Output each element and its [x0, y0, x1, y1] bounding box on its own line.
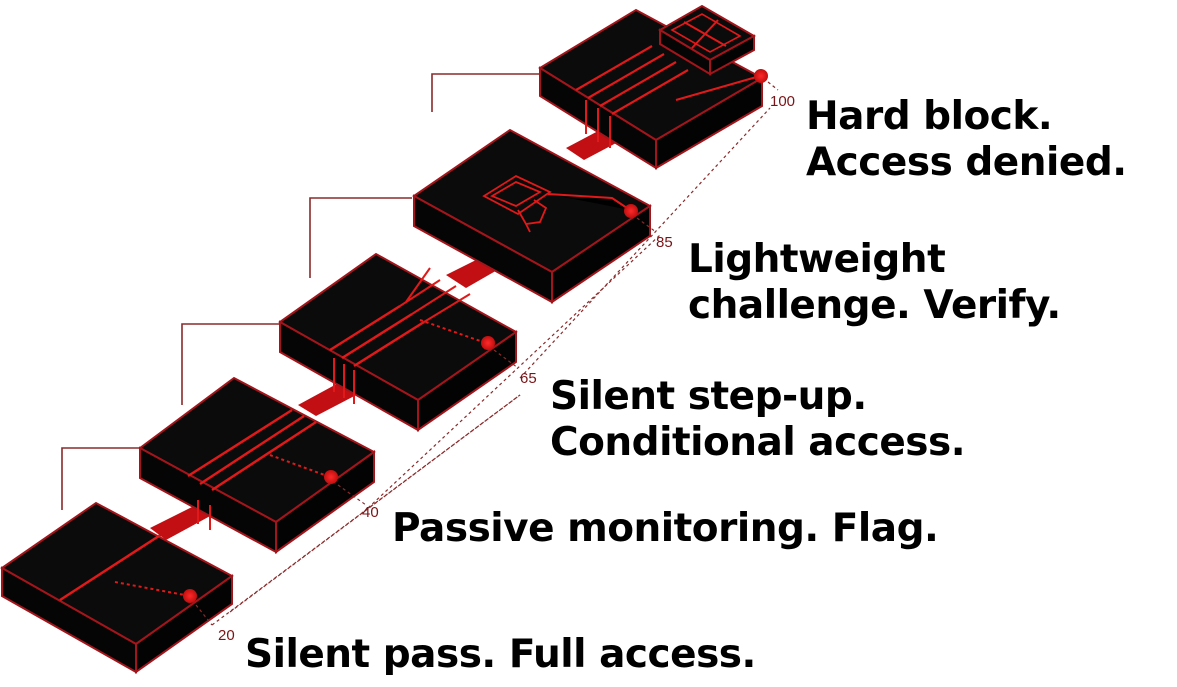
tier-label-4-line-2: challenge. Verify. — [688, 283, 1061, 328]
score-dot-4 — [624, 204, 638, 218]
tier-label-4: Lightweight challenge. Verify. — [688, 237, 1061, 329]
tier-label-5-line-2: Access denied. — [806, 140, 1127, 185]
tier-block-2 — [138, 376, 376, 554]
tier-block-4 — [412, 128, 657, 304]
guide-lines — [211, 107, 771, 626]
score-value-3: 65 — [520, 370, 537, 387]
score-dot-5 — [754, 69, 768, 83]
tier-label-1-line-1: Silent pass. Full access. — [245, 632, 756, 677]
tier-block-3 — [278, 252, 519, 432]
tier-label-2-line-1: Passive monitoring. Flag. — [392, 506, 939, 551]
block-x-icon — [658, 4, 757, 76]
tier-block-1 — [0, 501, 234, 674]
score-value-1: 20 — [218, 627, 235, 644]
score-value-4: 85 — [656, 234, 673, 251]
score-value-2: 40 — [362, 504, 379, 521]
score-value-5: 100 — [770, 93, 795, 110]
tier-label-3-line-2: Conditional access. — [550, 420, 966, 465]
tier-block-5 — [538, 4, 779, 170]
tier-label-5-line-1: Hard block. — [806, 94, 1053, 139]
tier-label-4-line-1: Lightweight — [688, 237, 946, 282]
connector-1-2 — [150, 505, 212, 540]
tier-label-1: Silent pass. Full access. — [245, 632, 756, 678]
tier-label-3-line-1: Silent step-up. — [550, 374, 867, 419]
score-dot-3 — [481, 336, 495, 350]
bracket-lines — [61, 73, 540, 510]
score-dot-1 — [183, 589, 197, 603]
device-tap-icon — [482, 174, 552, 233]
tier-label-2: Passive monitoring. Flag. — [392, 506, 939, 552]
tier-label-3: Silent step-up. Conditional access. — [550, 374, 966, 466]
score-labels: 20 40 65 85 100 — [218, 93, 795, 644]
tier-label-5: Hard block. Access denied. — [806, 94, 1127, 186]
score-dot-2 — [324, 470, 338, 484]
